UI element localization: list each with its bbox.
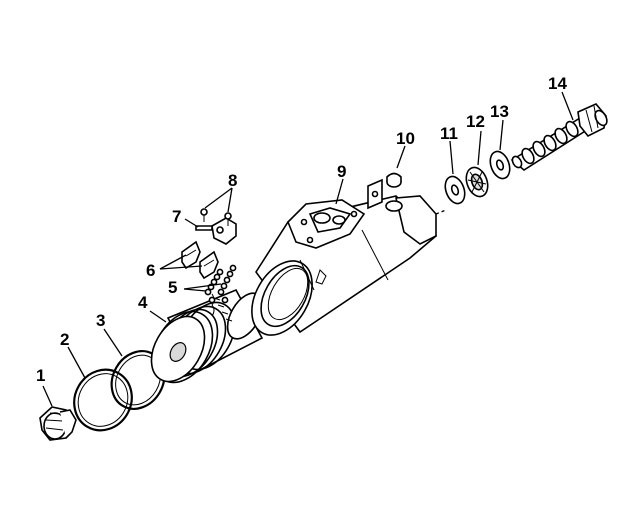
callout-13: 13 (490, 102, 509, 121)
part-9-housing (251, 178, 447, 336)
callout-8: 8 (228, 171, 237, 190)
callout-11: 11 (440, 124, 458, 143)
part-12-thrust-bearing (465, 166, 489, 198)
callout-10: 10 (396, 129, 415, 148)
part-13-washer (489, 150, 511, 180)
callout-3: 3 (96, 311, 105, 330)
callout-labels: 1 2 3 4 5 6 7 8 9 10 11 12 13 14 (36, 74, 567, 385)
part-2-o-ring (73, 368, 133, 432)
part-11-washer (444, 175, 466, 205)
callout-4: 4 (138, 293, 148, 312)
callout-7: 7 (172, 207, 181, 226)
part-1-plug (39, 406, 77, 441)
part-4-piston (150, 288, 264, 384)
callout-6: 6 (146, 261, 155, 280)
callout-9: 9 (337, 162, 346, 181)
leader-lines (42, 91, 574, 407)
callout-1: 1 (36, 366, 45, 385)
callout-5: 5 (168, 278, 177, 297)
part-6-ball-guides (181, 240, 219, 280)
part-7-8-clamp-screws (195, 208, 237, 245)
part-14-worm-shaft (510, 103, 608, 171)
callout-14: 14 (548, 74, 567, 93)
callout-2: 2 (60, 330, 69, 349)
part-10-cap (386, 172, 402, 188)
callout-12: 12 (466, 112, 485, 131)
